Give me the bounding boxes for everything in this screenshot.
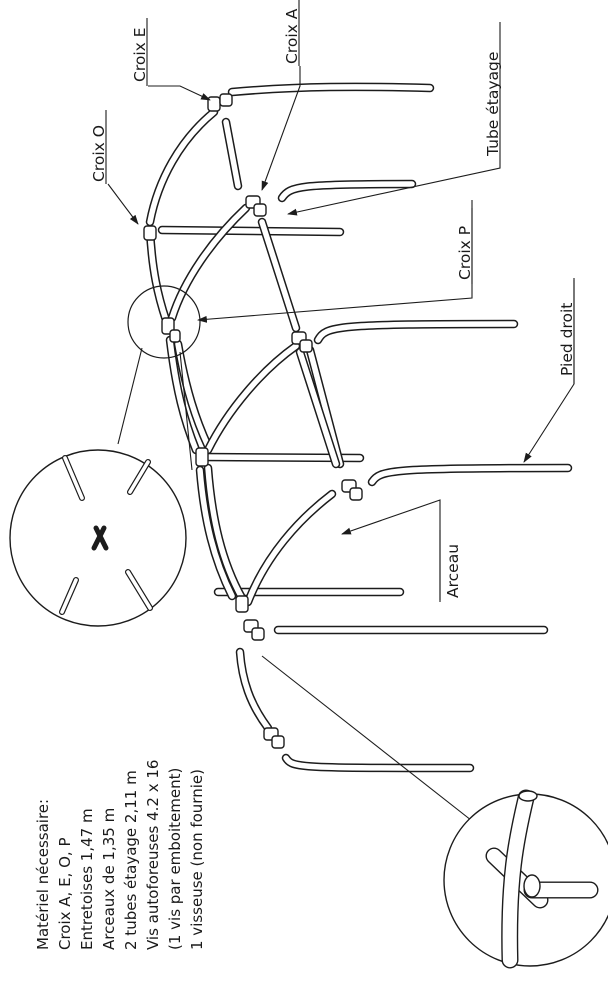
croix-fittings bbox=[143, 93, 363, 749]
frame-structure bbox=[143, 82, 573, 773]
materiel-item-vis: Vis autoforeuses 4.2 x 16 bbox=[144, 760, 162, 950]
materiel-title: Matériel nécessaire: bbox=[34, 799, 52, 950]
croix-o-part bbox=[143, 225, 157, 241]
croix-p-part-2 bbox=[235, 595, 249, 613]
label-croix-o: Croix O bbox=[90, 125, 108, 182]
label-croix-a: Croix A bbox=[283, 8, 301, 64]
label-croix-e: Croix E bbox=[131, 27, 149, 82]
croix-e-part-3 bbox=[263, 727, 285, 749]
materiel-item-arceaux: Arceaux de 1,35 m bbox=[100, 808, 118, 950]
labels: Croix E Croix A Tube étayage Croix O Cro… bbox=[90, 0, 576, 602]
pied-droit-tubes bbox=[157, 82, 573, 773]
croix-e-part-2 bbox=[243, 619, 265, 641]
label-pied-droit: Pied droit bbox=[558, 303, 576, 376]
croix-a-part-2 bbox=[291, 331, 313, 353]
detail-callout-croix-o bbox=[9, 285, 201, 627]
materiel-item-vis-note: (1 vis par emboitement) bbox=[166, 768, 184, 950]
materiel-item-croix: Croix A, E, O, P bbox=[56, 838, 74, 951]
croix-a-part bbox=[245, 195, 267, 217]
arceaux bbox=[145, 107, 337, 733]
materiel-item-visseuse: 1 visseuse (non fournie) bbox=[188, 769, 206, 950]
materiel-item-entretoises: Entretoises 1,47 m bbox=[78, 808, 96, 950]
label-arceau: Arceau bbox=[444, 544, 462, 598]
croix-a-part-3 bbox=[341, 479, 363, 501]
label-tube-etayage: Tube étayage bbox=[484, 52, 502, 157]
croix-e-part bbox=[207, 93, 233, 112]
croix-o-part-2 bbox=[195, 447, 209, 467]
materiel-list: Matériel nécessaire: Croix A, E, O, P En… bbox=[34, 760, 206, 950]
entretoises bbox=[221, 117, 345, 469]
label-croix-p: Croix P bbox=[456, 226, 474, 280]
croix-p-part-1 bbox=[161, 317, 181, 343]
detail-callout-fitting bbox=[261, 655, 608, 969]
materiel-item-tubes: 2 tubes étayage 2,11 m bbox=[122, 770, 140, 950]
